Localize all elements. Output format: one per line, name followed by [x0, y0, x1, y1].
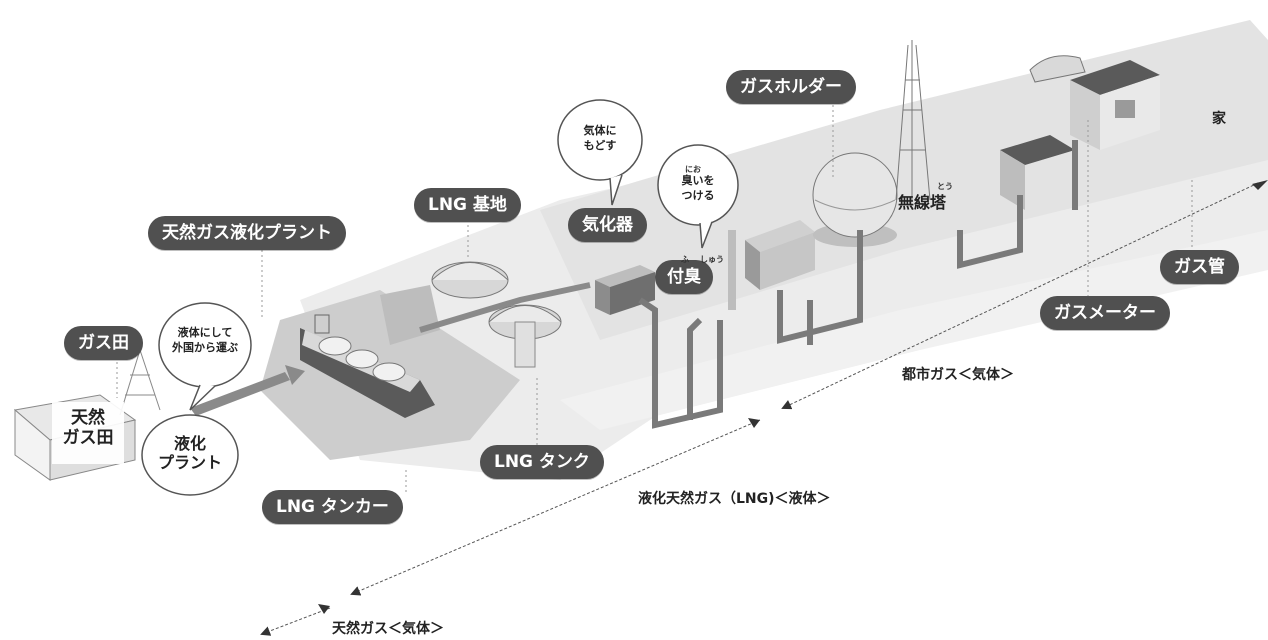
bubble-vaporize-line-2: もどす	[583, 138, 617, 152]
bubble-vaporize-text: 気体に もどす	[560, 124, 640, 154]
bubble-transport-line-1: 液体にして	[177, 326, 233, 339]
plant-line-1: 液化	[173, 434, 206, 453]
radio-tower-lattice	[895, 40, 931, 201]
natural-gas-caption: 天然ガス＜気体＞	[332, 621, 444, 637]
transport-arrow	[190, 372, 290, 416]
bubble-transport-shape	[158, 302, 252, 411]
bubble-vaporize-line-1: 気体に	[583, 124, 617, 137]
car	[1029, 55, 1086, 83]
natural-gas-arrow	[260, 607, 331, 636]
underground-pipes	[638, 140, 1078, 429]
lng-tank-label: LNG タンク	[480, 445, 604, 479]
bubble-vaporize-shape	[557, 99, 643, 206]
radio-tower-label: 無線塔	[898, 193, 947, 212]
city-gas-caption: 都市ガス＜気体＞	[902, 367, 1014, 383]
lng-tanker-label: LNG タンカー	[262, 490, 403, 524]
leader-lines	[116, 100, 1193, 495]
natural-gas-field-box	[52, 402, 124, 464]
house-building	[1000, 60, 1160, 210]
gas-field-label: ガス田	[64, 326, 143, 360]
gas-holder-sphere	[812, 152, 898, 247]
plant-bubble-shape	[141, 414, 239, 496]
plant-line-2: プラント	[157, 453, 222, 473]
house-label: 家	[1212, 111, 1226, 127]
odorizer-unit	[728, 220, 815, 310]
lng-pipe	[419, 282, 591, 333]
lng-arrow	[350, 419, 761, 596]
radio-tower-reading: とう	[937, 182, 953, 191]
lng-tank-dome	[488, 304, 562, 368]
odorizer-reading-1: ふ	[681, 255, 689, 264]
bubble-transport-line-2: 外国から運ぶ	[172, 340, 238, 354]
vaporizer-building	[595, 265, 655, 315]
bubble-odor-line-2: つける	[681, 188, 715, 202]
bubble-transport-text: 液体にして 外国から運ぶ	[162, 326, 248, 356]
lower-shelf	[560, 230, 1268, 430]
odorizer-label: 付臭	[655, 260, 713, 294]
bubble-odor-text: 臭いを つける	[660, 174, 736, 204]
odorizer-reading-2: しゅう	[700, 255, 724, 264]
natural-gas-field-line-1: 天然	[71, 408, 105, 428]
natural-gas-field-text: 天然 ガス田	[52, 408, 124, 449]
lng-terminal-dome	[431, 261, 509, 299]
liquefaction-plant-label: 天然ガス液化プラント	[148, 216, 346, 250]
gas-holder-label: ガスホルダー	[726, 70, 856, 104]
lng-tanker-ship	[300, 314, 435, 418]
gas-pipe-label: ガス管	[1160, 250, 1239, 284]
lng-terminal-label: LNG 基地	[414, 188, 521, 222]
bubble-odor-line-1: 臭いを	[681, 174, 715, 187]
vaporizer-label: 気化器	[568, 208, 647, 242]
lng-caption: 液化天然ガス（LNG)＜液体＞	[638, 491, 831, 507]
odor-reading: にお	[685, 165, 701, 174]
plant-text: 液化 プラント	[146, 434, 234, 472]
natural-gas-field-line-2: ガス田	[62, 428, 114, 449]
bubble-odor-shape	[657, 144, 739, 249]
city-gas-arrow	[781, 182, 1259, 410]
gas-meter-label: ガスメーター	[1040, 296, 1170, 330]
